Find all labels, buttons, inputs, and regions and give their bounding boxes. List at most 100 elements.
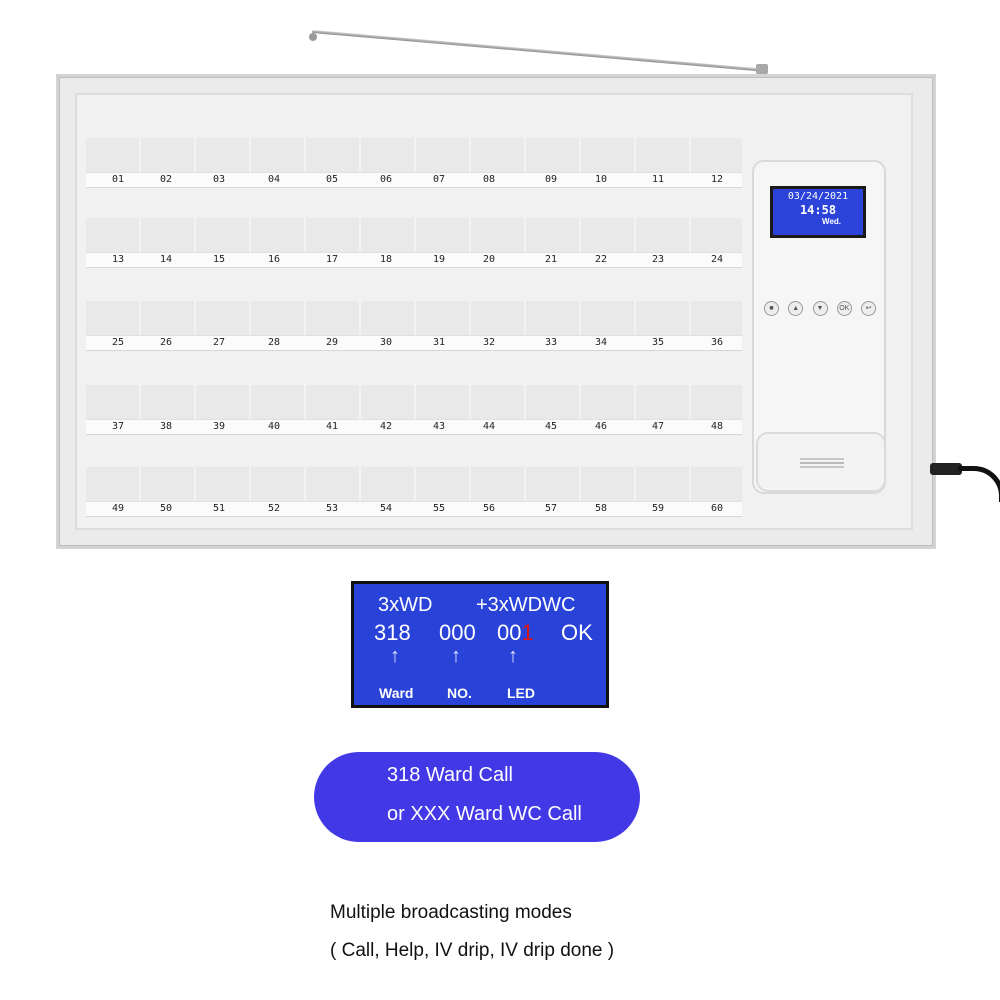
call-info-pill: 318 Ward Call or XXX Ward WC Call xyxy=(314,752,640,842)
slot-number: 07 xyxy=(433,174,446,185)
clock-weekday: Wed. xyxy=(822,217,841,226)
slot-number: 04 xyxy=(268,174,281,185)
slot-number: 36 xyxy=(711,337,724,348)
slot-number: 33 xyxy=(545,337,558,348)
lcd-led-value: 001 xyxy=(497,620,534,646)
antenna-tip xyxy=(309,33,317,41)
slot-number: 58 xyxy=(595,503,608,514)
caption-title: Multiple broadcasting modes xyxy=(330,902,572,923)
slot-number: 15 xyxy=(213,254,226,265)
slot-number: 45 xyxy=(545,421,558,432)
down-icon[interactable]: ▼ xyxy=(812,301,828,316)
slot-number: 42 xyxy=(380,421,393,432)
slot-holders xyxy=(86,218,742,252)
power-cable xyxy=(958,466,1000,502)
clock-date: 03/24/2021 xyxy=(787,191,849,202)
slot-number: 26 xyxy=(160,337,173,348)
slot-number: 35 xyxy=(652,337,665,348)
lcd-led-prefix: 00 xyxy=(497,620,522,645)
pill-line1: 318 Ward Call xyxy=(387,764,513,786)
arrow-up-icon: ↑ xyxy=(508,645,518,667)
slot-number: 27 xyxy=(213,337,226,348)
slot-number: 44 xyxy=(483,421,496,432)
lcd-detail: 3xWD +3xWDWC 318 000 001 OK ↑ ↑ ↑ Ward N… xyxy=(351,581,609,708)
slot-number: 43 xyxy=(433,421,446,432)
slot-number: 17 xyxy=(326,254,339,265)
arrow-up-icon: ↑ xyxy=(451,645,461,667)
lcd-ward-value: 318 xyxy=(374,620,411,645)
slot-number: 40 xyxy=(268,421,281,432)
slot-number: 48 xyxy=(711,421,724,432)
slot-number: 18 xyxy=(380,254,393,265)
slot-number: 46 xyxy=(595,421,608,432)
slot-number: 14 xyxy=(160,254,173,265)
slot-number: 30 xyxy=(380,337,393,348)
slot-number: 60 xyxy=(711,503,724,514)
slot-number: 12 xyxy=(711,174,724,185)
lcd-no-value: 000 xyxy=(439,620,476,645)
slot-number: 49 xyxy=(112,503,125,514)
slot-number: 05 xyxy=(326,174,339,185)
slot-number: 41 xyxy=(326,421,339,432)
lcd-line1-left: 3xWD xyxy=(378,594,433,616)
lcd-label-led: LED xyxy=(507,685,535,701)
slot-number: 52 xyxy=(268,503,281,514)
arrow-up-icon: ↑ xyxy=(390,645,400,667)
slot-number: 54 xyxy=(380,503,393,514)
slot-number: 22 xyxy=(595,254,608,265)
lcd-label-no: NO. xyxy=(447,685,472,701)
slot-number: 32 xyxy=(483,337,496,348)
slot-number: 53 xyxy=(326,503,339,514)
lcd-status: OK xyxy=(561,620,593,645)
slot-holders xyxy=(86,467,742,501)
ok-icon[interactable]: OK xyxy=(836,301,852,316)
slot-holders xyxy=(86,385,742,419)
slot-number: 01 xyxy=(112,174,125,185)
slot-number: 03 xyxy=(213,174,226,185)
slot-number: 10 xyxy=(595,174,608,185)
antenna xyxy=(311,30,767,72)
slot-number: 23 xyxy=(652,254,665,265)
lcd-label-ward: Ward xyxy=(379,685,414,701)
back-icon[interactable]: ↩ xyxy=(861,301,876,316)
caption-modes: ( Call, Help, IV drip, IV drip done ) xyxy=(330,940,615,961)
slot-number: 55 xyxy=(433,503,446,514)
slot-number: 37 xyxy=(112,421,125,432)
up-icon[interactable]: ▲ xyxy=(788,301,804,316)
slot-number: 39 xyxy=(213,421,226,432)
slot-number: 51 xyxy=(213,503,226,514)
slot-number: 57 xyxy=(545,503,558,514)
slot-number: 25 xyxy=(112,337,125,348)
slot-number: 19 xyxy=(433,254,446,265)
slot-holders xyxy=(86,138,742,172)
speaker xyxy=(756,432,886,492)
slot-number: 50 xyxy=(160,503,173,514)
slot-number: 24 xyxy=(711,254,724,265)
speaker-grill-icon xyxy=(800,462,844,464)
slot-number: 20 xyxy=(483,254,496,265)
lcd-line1-right: +3xWDWC xyxy=(476,594,576,616)
slot-number: 29 xyxy=(326,337,339,348)
slot-holders xyxy=(86,301,742,335)
slot-number: 16 xyxy=(268,254,281,265)
slot-number: 31 xyxy=(433,337,446,348)
slot-number: 13 xyxy=(112,254,125,265)
slot-number: 47 xyxy=(652,421,665,432)
stop-icon[interactable]: ■ xyxy=(764,301,779,316)
pill-line2: or XXX Ward WC Call xyxy=(387,803,582,825)
slot-number: 56 xyxy=(483,503,496,514)
slot-number: 02 xyxy=(160,174,173,185)
slot-number: 06 xyxy=(380,174,393,185)
slot-number: 11 xyxy=(652,174,665,185)
slot-number: 09 xyxy=(545,174,558,185)
lcd-led-highlight: 1 xyxy=(521,620,534,645)
slot-number: 34 xyxy=(595,337,608,348)
